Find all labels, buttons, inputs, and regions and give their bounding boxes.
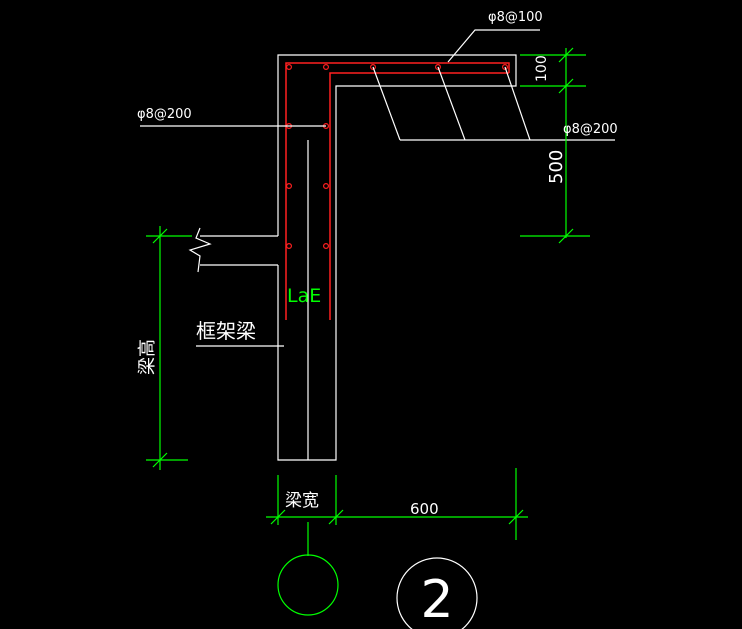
break-line: [188, 227, 212, 273]
label-detail-number: 2: [420, 570, 453, 629]
label-dim-600: 600: [410, 500, 439, 518]
label-beam-height: 梁高: [137, 339, 158, 375]
label-anchorage: LaE: [287, 285, 321, 307]
rebar-dot: [435, 63, 442, 70]
rebar-dot: [370, 63, 377, 70]
rebar-dot: [323, 63, 330, 70]
label-dim-500: 500: [546, 150, 567, 184]
leader-lines: [140, 29, 615, 347]
rebar-dot: [286, 63, 293, 70]
rebar-dot: [323, 183, 330, 190]
rebar-dot: [323, 243, 330, 250]
rebar: [285, 62, 510, 320]
label-rebar-top: φ8@100: [488, 10, 543, 25]
label-rebar-left: φ8@200: [137, 107, 192, 122]
rebar-dot: [286, 183, 293, 190]
label-dim-100: 100: [534, 55, 550, 82]
dimensions: [146, 47, 590, 616]
section-circle: [277, 554, 339, 616]
rebar-dots: [286, 63, 509, 250]
concrete-outline: [188, 54, 517, 461]
rebar-dot: [502, 63, 509, 70]
leader-top: [447, 29, 540, 63]
detail-number-circle: [396, 557, 478, 629]
label-beam-width: 梁宽: [285, 491, 319, 511]
label-rebar-right: φ8@200: [563, 122, 618, 137]
rebar-dot: [286, 243, 293, 250]
label-frame-beam: 框架梁: [196, 319, 256, 343]
